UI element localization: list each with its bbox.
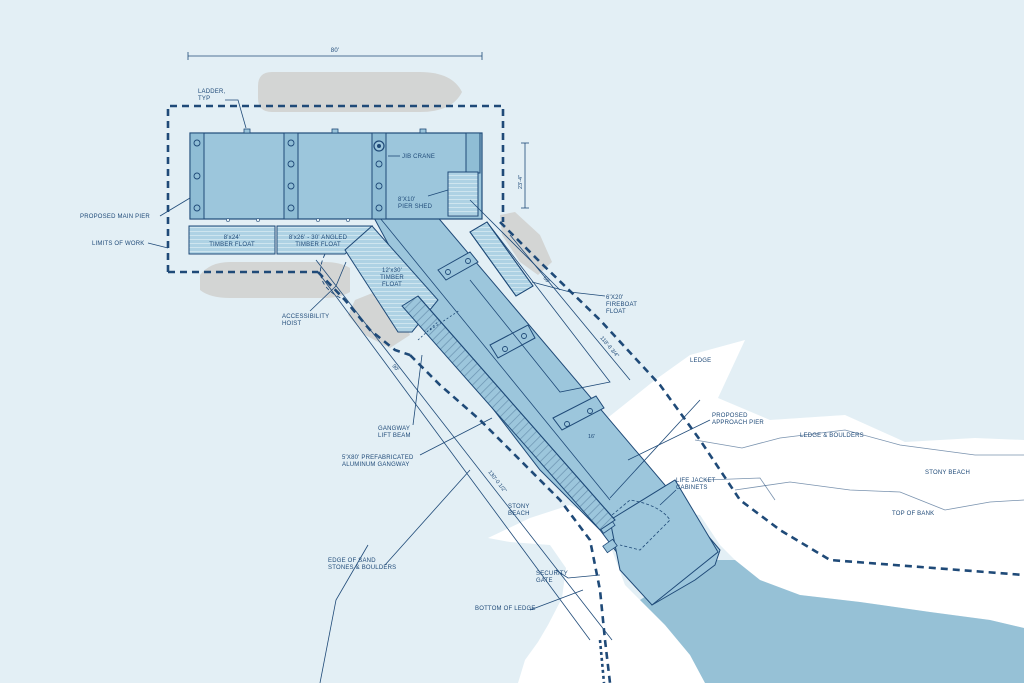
angled-float-label-2: TIMBER FLOAT [295,242,341,248]
gangway-label-1: 5'X80' PREFABRICATED [342,455,414,461]
fireboat-float-label-2: FIREBOAT [606,302,637,308]
float-8x24-label-1: 8'x24' [224,235,241,241]
pier-shed [447,171,479,217]
main-pier [189,128,483,222]
float-12x30-label-2: TIMBER [380,275,404,281]
hoist-label-2: HOIST [282,321,301,327]
ladder-label-1: LADDER, [198,89,226,95]
float-12x30-label-3: FLOAT [382,282,402,288]
svg-text:LADDER,TYP: LADDER,TYP [198,89,226,102]
edge-of-sand-label-1: EDGE OF SAND [328,558,376,564]
svg-text:8'x24'TIMBER FLOAT: 8'x24'TIMBER FLOAT [209,235,255,248]
approach-pier-label-1: PROPOSED [712,413,748,419]
security-gate-label-1: SECURITY [536,571,568,577]
ladder-icon [243,128,251,134]
dim-80-label: 80' [331,48,339,54]
pier-shed-label-1: 8'X10' [398,197,416,203]
jib-crane-label: JIB CRANE [402,154,435,160]
float-8x24 [188,225,276,255]
security-gate-label-2: GATE [536,578,553,584]
fireboat-float-label-3: FLOAT [606,309,626,315]
leader-lines [147,99,711,683]
boat-top [258,72,462,112]
accessibility-hoist-arc [320,253,346,301]
life-jacket-label-1: LIFE JACKET [676,478,716,484]
float-8x24-label-2: TIMBER FLOAT [209,242,255,248]
shoreline-land [488,340,1024,683]
land-ledge-area [605,340,1024,628]
proposed-main-pier-label: PROPOSED MAIN PIER [80,214,150,220]
gangway-label-2: ALUMINUM GANGWAY [342,462,410,468]
ledge-label: LEDGE [690,358,711,364]
approach-pier-label-2: APPROACH PIER [712,420,764,426]
gangway-lift-label-2: LIFT BEAM [378,433,411,439]
pier-shed-label-2: PIER SHED [398,204,433,210]
approach-pier-lower [609,479,719,606]
bottom-of-ledge-label: BOTTOM OF LEDGE [475,606,536,612]
gangway-lift-label-1: GANGWAY [378,426,410,432]
float-12x30-label-1: 12'x30' [382,268,402,274]
stony-beach-right-label: STONY BEACH [925,470,970,476]
limits-of-work [166,104,1024,683]
svg-text:8'X10'PIER SHED: 8'X10'PIER SHED [398,197,433,210]
dim-130-label: 130'-0 1/2" [486,470,507,494]
top-of-bank-label: TOP OF BANK [892,511,934,517]
hoist-label-1: ACCESSIBILITY [282,314,329,320]
fireboat-float-label-1: 6'X20' [606,295,624,301]
angled-float-label-1: 8'x26' - 30' ANGLED [289,235,348,241]
stony-beach-left-label-1: STONY [508,504,530,510]
deep-water [640,560,1024,683]
dim-90-label: 90' [390,363,399,372]
dim-118-label: 118'-8 3/4" [598,335,619,359]
dim-16-label: 16' [588,434,595,440]
dimension-lines [187,52,631,641]
ledge-boulders-label: LEDGE & BOULDERS [800,433,864,439]
land-beach-area [488,505,720,683]
limits-of-work-label: LIMITS OF WORK [92,241,144,247]
dim-23-4-label: 23'-4" [518,175,524,189]
stony-beach-left-label-2: BEACH [508,511,530,517]
gangway [401,295,616,531]
ladder-label-2: TYP [198,96,210,102]
dim-60-label: 60' [541,275,550,284]
life-jacket-label-2: CABINETS [676,485,708,491]
edge-of-sand-label-2: STONES & BOULDERS [328,565,396,571]
approach-pier [371,213,721,606]
